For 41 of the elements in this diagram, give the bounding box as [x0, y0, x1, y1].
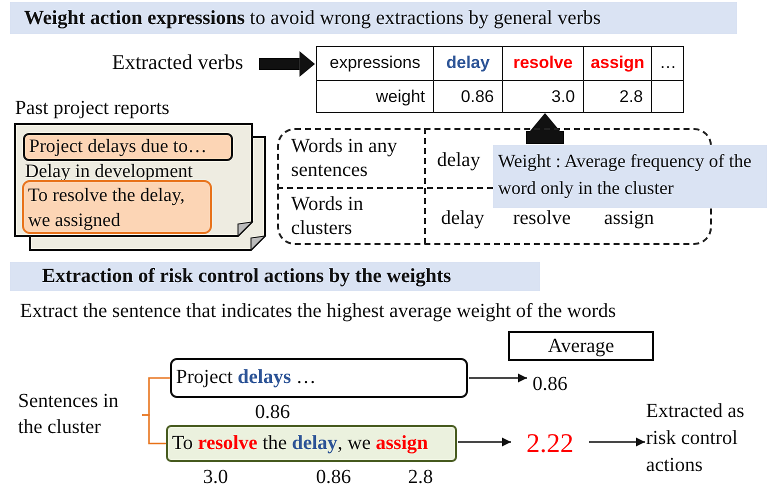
source-label: Extracted verbs — [112, 50, 258, 78]
selected-sentence-box: To resolve the delay, we assign — [166, 425, 457, 462]
instruction-text: Extract the sentence that indicates the highest average weight of the words — [20, 299, 616, 323]
arrow — [589, 438, 645, 446]
row-header: Words in any sentences — [291, 134, 398, 182]
table-cell: resolve — [502, 47, 583, 80]
block-arrow — [259, 51, 315, 77]
weight-value: 2.8 — [408, 465, 433, 488]
table-cell: delay — [433, 47, 502, 80]
word: delay — [437, 148, 480, 172]
average-value: 0.86 — [528, 372, 572, 398]
word: resolve — [513, 206, 571, 230]
weight-value: 0.86 — [255, 400, 290, 424]
table-cell: 0.86 — [433, 80, 502, 113]
connector-line — [142, 414, 166, 444]
arrow — [469, 374, 527, 382]
word: assign — [604, 206, 654, 230]
table-cell-text: expressions — [328, 52, 422, 74]
highlighted-sentence: To resolve the delay, we assigned — [22, 180, 212, 234]
heading: Past project reports — [15, 96, 170, 120]
weight-value: 0.86 — [316, 465, 351, 488]
weight-value: 3.0 — [203, 465, 228, 488]
table-cell: 2.8 — [583, 80, 651, 113]
column-header-box: Average — [508, 331, 654, 361]
table-cell: assign — [583, 47, 651, 80]
average-value: 2.22 — [512, 426, 588, 460]
title: Weight action expressions to avoid wrong extractions by general verbs — [24, 6, 601, 30]
row-header: Words in clusters — [291, 192, 364, 240]
table-cell: weight — [317, 80, 433, 113]
table-cell: 3.0 — [502, 80, 583, 113]
sentence-box: Project delays … — [170, 358, 468, 398]
word: delay — [441, 206, 484, 230]
result-label: Extracted as risk control actions — [646, 398, 766, 478]
highlighted-sentence: Project delays due to… — [23, 133, 233, 161]
table-cell: … — [651, 47, 684, 80]
section-heading: Extraction of risk control actions by the weights — [10, 262, 540, 291]
definition-box: Weight : Average frequency of the word only in the cluster — [493, 145, 767, 208]
group-label: Sentences in the cluster — [18, 388, 142, 442]
arrow — [458, 438, 511, 446]
weight-table — [316, 46, 684, 113]
block-arrow — [526, 113, 564, 144]
